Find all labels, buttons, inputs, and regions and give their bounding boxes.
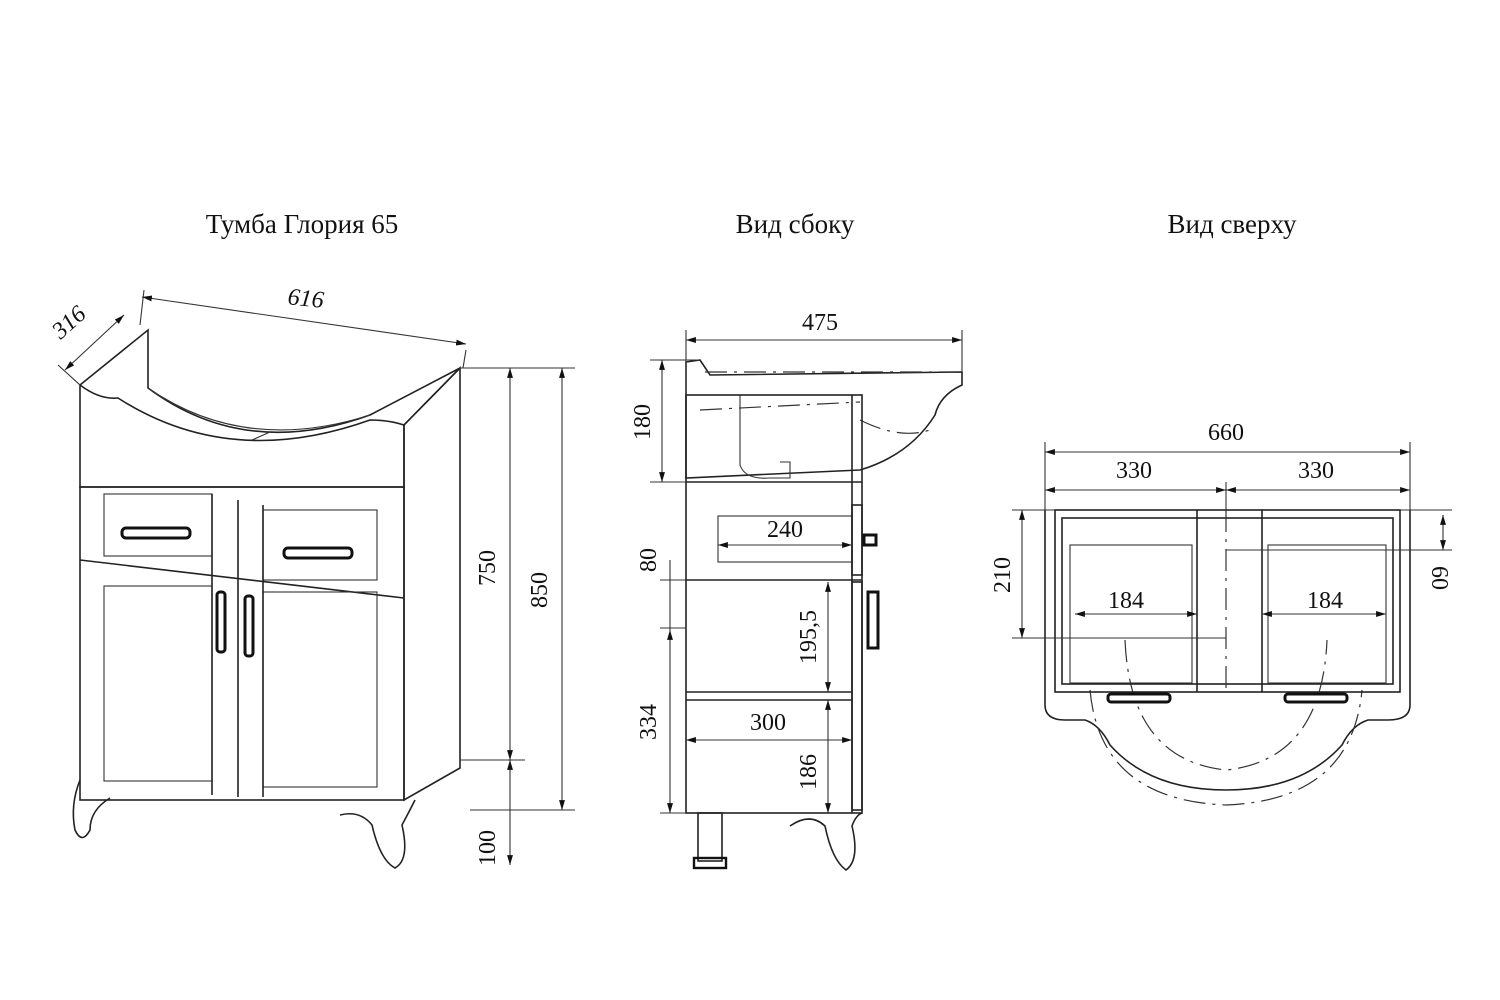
- side-drawer-handle: [862, 533, 878, 547]
- leg-front-right: [339, 799, 416, 869]
- front-view: 616 316 750 850 100: [46, 284, 575, 869]
- siphon: [739, 395, 791, 479]
- top-cabinet-frame: [1054, 509, 1401, 693]
- top-handle-right: [1283, 692, 1349, 704]
- basin-back-curve: [147, 387, 371, 431]
- dim-330-right: 330: [1298, 458, 1334, 484]
- basin-outline: [1044, 510, 1411, 791]
- drain-mark: [251, 431, 271, 441]
- top-cabinet-inner: [1061, 517, 1394, 685]
- basin-profile: [685, 359, 963, 479]
- dim-186: 186: [796, 754, 822, 790]
- dim-475: 475: [802, 310, 838, 336]
- dim-300: 300: [750, 710, 786, 736]
- side-view: 475 180 240 80 195,5 334 300 186: [630, 310, 963, 871]
- cabinet-front-frame: [79, 486, 405, 801]
- dim-180: 180: [630, 404, 656, 440]
- dim-240: 240: [767, 517, 803, 543]
- dim-80: 80: [636, 548, 662, 572]
- basin-inner-ring-2: [1124, 639, 1328, 771]
- dim-330-left: 330: [1116, 458, 1152, 484]
- door-left: [103, 585, 213, 782]
- leg-front-left: [72, 779, 111, 839]
- dim-60: 60: [1426, 566, 1452, 590]
- dim-line-316: [64, 314, 125, 371]
- basin-inner-dash: [699, 401, 931, 434]
- drawer-right: [262, 509, 378, 581]
- dim-210: 210: [990, 557, 1016, 593]
- side-front-leg: [789, 812, 863, 871]
- side-view-title: Вид сбоку: [736, 209, 855, 239]
- dim-184-left: 184: [1108, 588, 1144, 614]
- dim-100: 100: [475, 830, 501, 866]
- side-door-handle: [866, 590, 880, 650]
- door-right: [262, 591, 378, 788]
- dim-334: 334: [636, 704, 662, 740]
- dim-660: 660: [1208, 420, 1244, 446]
- dim-616: 616: [286, 284, 325, 314]
- top-view: 660 330 330 210 60 184 184: [990, 420, 1452, 806]
- side-front-door: [851, 581, 863, 811]
- side-cabinet-body: [685, 394, 863, 814]
- cabinet-side-panel: [403, 366, 461, 802]
- dim-750: 750: [475, 550, 501, 586]
- side-front-drawer: [851, 504, 863, 576]
- dim-850: 850: [527, 572, 553, 608]
- dim-316: 316: [46, 301, 91, 345]
- side-back-leg: [697, 812, 723, 862]
- top-view-title: Вид сверху: [1168, 209, 1297, 239]
- front-view-title: Тумба Глория 65: [206, 209, 399, 239]
- drawer-left: [103, 493, 213, 557]
- basin-inner-ring: [1089, 689, 1363, 806]
- top-handle-left: [1106, 692, 1172, 704]
- dim-184-right: 184: [1307, 588, 1343, 614]
- dim-195-5: 195,5: [796, 610, 822, 664]
- drawer-handle-left: [120, 526, 192, 540]
- drawer-handle-right: [282, 546, 354, 560]
- door-handle-left: [215, 590, 227, 654]
- dim-line-616: [141, 295, 467, 346]
- door-handle-right: [243, 594, 255, 658]
- basin-cutout-curve: [79, 384, 405, 442]
